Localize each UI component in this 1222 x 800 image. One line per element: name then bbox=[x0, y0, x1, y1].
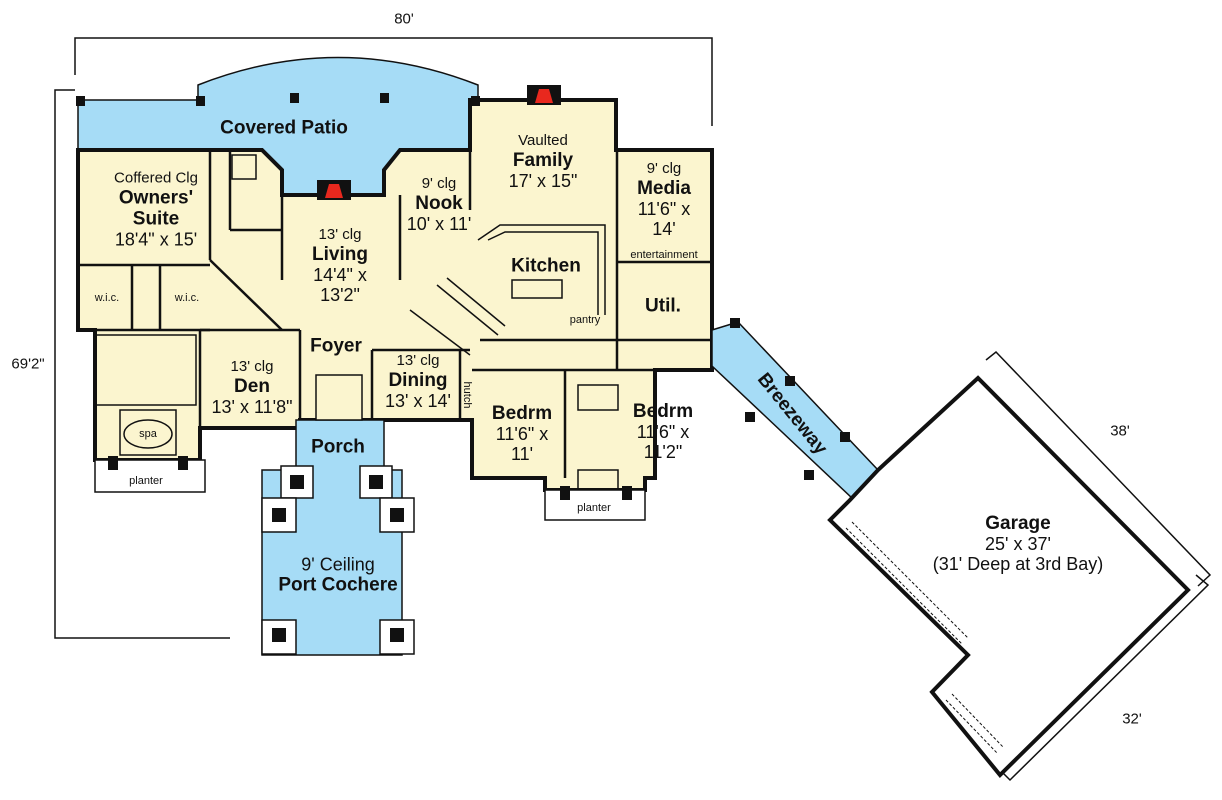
dimension-lines bbox=[54, 37, 1212, 782]
interior-walls bbox=[78, 150, 712, 478]
garage bbox=[827, 375, 1191, 778]
kitchen-counters bbox=[409, 224, 606, 356]
front-door bbox=[315, 374, 363, 421]
breezeway bbox=[711, 321, 880, 500]
bath-fixtures bbox=[95, 154, 619, 493]
garage-doors bbox=[845, 521, 1005, 755]
main-house bbox=[76, 98, 714, 492]
fireplaces bbox=[317, 85, 561, 200]
breezeway-posts bbox=[730, 318, 850, 480]
cochere-columns bbox=[261, 465, 415, 655]
patio-posts bbox=[76, 93, 480, 106]
